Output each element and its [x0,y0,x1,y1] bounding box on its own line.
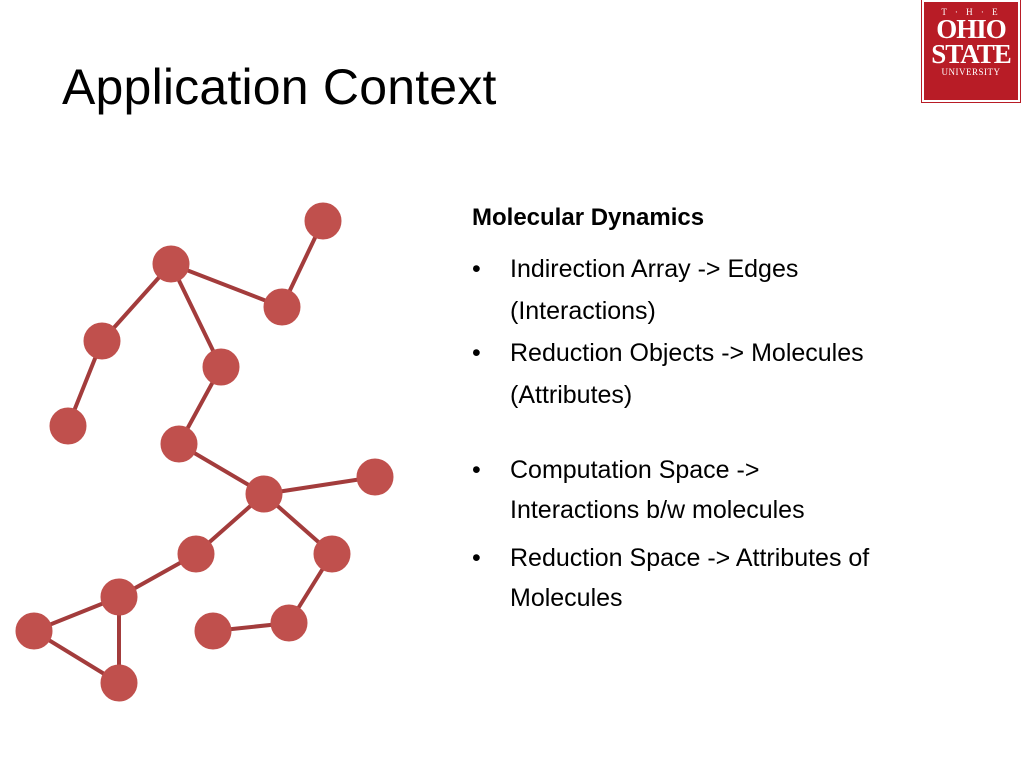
bullet-text: Molecules [510,584,623,612]
graph-node [202,348,240,386]
graph-node [194,612,232,650]
graph-node [100,578,138,616]
bullet-text: Reduction Objects -> Molecules [510,339,864,367]
graph-node [100,664,138,702]
graph-node [152,245,190,283]
bullet-list: Computation Space -> Interactions b/w mo… [472,450,1012,618]
graph-node [49,407,87,445]
graph-node [304,202,342,240]
bullet-text: Interactions b/w molecules [510,496,805,524]
graph-node [177,535,215,573]
logo-ohio: OHIO [936,14,1007,44]
logo-university: UNIVERSITY [941,67,1001,77]
graph-node [313,535,351,573]
graph-edge [262,475,377,496]
bullet-text: (Interactions) [510,297,656,325]
graph-node [245,475,283,513]
logo-the: T · H · E [941,7,1001,17]
bullet-item: Indirection Array -> Edges (Interactions… [472,248,1012,332]
content-panel: Molecular Dynamics Indirection Array -> … [472,200,1012,618]
section-heading: Molecular Dynamics [472,204,705,231]
graph-node [83,322,121,360]
bullet-item: Computation Space -> Interactions b/w mo… [472,450,1012,530]
graph-edges [32,219,377,685]
bullet-list: Indirection Array -> Edges (Interactions… [472,248,1012,416]
graph-node [15,612,53,650]
bullet-item: Reduction Objects -> Molecules (Attribut… [472,332,1012,416]
graph-edge [169,262,284,309]
logo-state: STATE [931,39,1012,69]
bullet-text: Computation Space -> [510,456,760,484]
molecule-graph [15,202,394,702]
ohio-state-logo: T · H · E OHIO STATE UNIVERSITY [921,0,1021,103]
bullet-text: (Attributes) [510,381,633,409]
graph-node [263,288,301,326]
graph-node [270,604,308,642]
slide-title: Application Context [62,59,497,115]
graph-node [356,458,394,496]
graph-edge [169,262,223,369]
graph-node [160,425,198,463]
bullet-text: Indirection Array -> Edges [510,255,799,283]
graph-nodes [15,202,394,702]
bullet-text: Reduction Space -> Attributes of [510,544,870,572]
bullet-item: Reduction Space -> Attributes of Molecul… [472,538,1012,618]
